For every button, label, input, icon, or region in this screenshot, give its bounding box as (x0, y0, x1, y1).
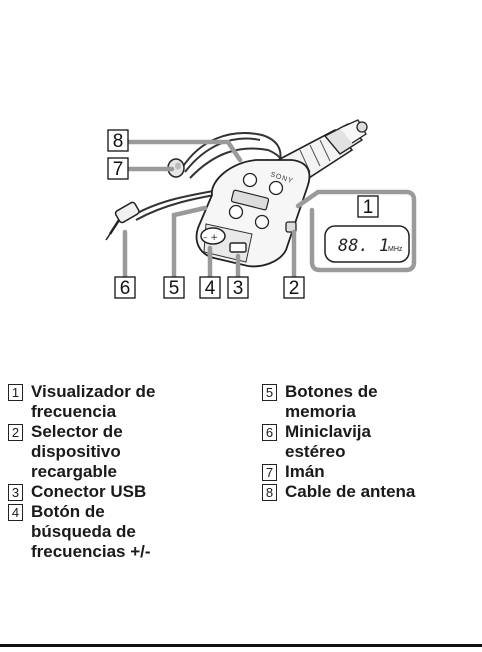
legend-label: Imán (285, 462, 325, 481)
svg-text:– +: – + (203, 233, 218, 243)
memory-button-2[interactable] (268, 180, 284, 196)
display-zoom: 88. 1 MHz (324, 225, 410, 263)
callout-lines (122, 139, 417, 280)
legend-item-2: 2 Selector de dispositivo recargable (8, 422, 238, 482)
device-illustration: SONY – + 88. 1 MHz 8 (105, 119, 417, 299)
svg-text:5: 5 (169, 278, 180, 299)
legend-label: Cable de antena (285, 482, 416, 501)
legend-number: 8 (262, 484, 277, 501)
callout-7: 7 (107, 157, 129, 180)
bottom-divider (0, 644, 482, 647)
callout-6: 6 (114, 276, 136, 299)
legend-label: Botón de búsqueda de frecuencias +/- (31, 502, 151, 561)
legend-item-7: 7 Imán (262, 462, 482, 482)
svg-text:3: 3 (233, 278, 244, 299)
legend-number: 2 (8, 424, 23, 441)
legend-item-1: 1 Visualizador de frecuencia (8, 382, 238, 422)
legend-label: Botones de memoria (285, 382, 378, 421)
callout-5: 5 (163, 276, 185, 299)
legend-number: 5 (262, 384, 277, 401)
display-unit: MHz (388, 246, 403, 253)
legend-item-6: 6 Miniclavija estéreo (262, 422, 482, 462)
legend-number: 1 (8, 384, 23, 401)
svg-text:7: 7 (113, 159, 124, 180)
legend-number: 7 (262, 464, 277, 481)
legend-number: 3 (8, 484, 23, 501)
callout-2: 2 (283, 276, 305, 299)
transmitter-body: SONY – + (195, 159, 311, 268)
svg-text:8: 8 (113, 131, 124, 152)
device-selector-switch[interactable] (285, 221, 297, 233)
callout-3: 3 (227, 276, 249, 299)
svg-text:2: 2 (289, 278, 300, 299)
mini-plug (105, 201, 140, 241)
legend-label: Visualizador de frecuencia (31, 382, 156, 421)
legend-label: Selector de dispositivo recargable (31, 422, 123, 481)
seek-button[interactable]: – + (200, 227, 226, 245)
legend-right-column: 5 Botones de memoria 6 Miniclavija estér… (262, 382, 482, 502)
legend-item-4: 4 Botón de búsqueda de frecuencias +/- (8, 502, 238, 562)
frequency-display-window (230, 189, 270, 211)
legend-left-column: 1 Visualizador de frecuencia 2 Selector … (8, 382, 238, 562)
legend-item-8: 8 Cable de antena (262, 482, 482, 502)
callout-4: 4 (199, 276, 221, 299)
callout-1: 1 (357, 195, 379, 218)
legend-number: 6 (262, 424, 277, 441)
memory-button-4[interactable] (254, 214, 270, 230)
callout-8: 8 (107, 129, 129, 152)
display-frequency: 88. 1 (338, 236, 389, 256)
memory-button-1[interactable] (242, 172, 258, 188)
legend-item-3: 3 Conector USB (8, 482, 238, 502)
legend-label: Miniclavija estéreo (285, 422, 371, 461)
memory-button-3[interactable] (228, 204, 244, 220)
legend-item-5: 5 Botones de memoria (262, 382, 482, 422)
legend-label: Conector USB (31, 482, 147, 501)
svg-text:1: 1 (363, 197, 374, 218)
svg-text:6: 6 (120, 278, 131, 299)
usb-connector[interactable] (229, 242, 247, 253)
svg-text:4: 4 (205, 278, 216, 299)
legend-number: 4 (8, 504, 23, 521)
